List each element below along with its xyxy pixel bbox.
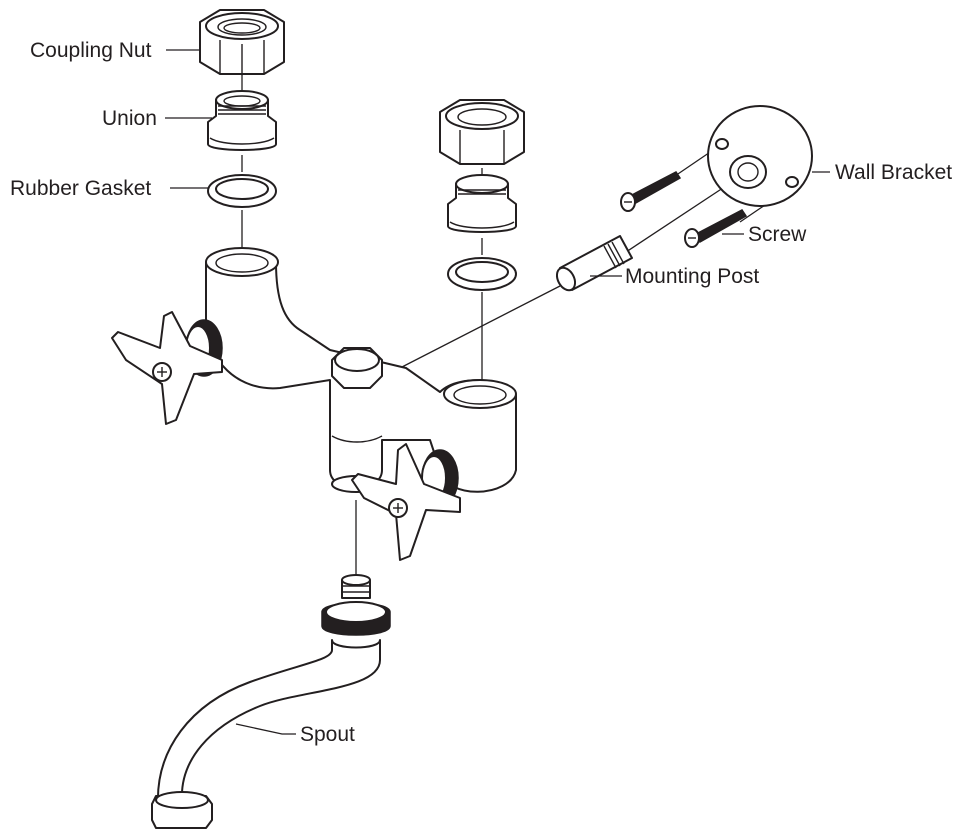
union-right [447,174,517,233]
label-screw: Screw [748,223,807,246]
label-wall-bracket: Wall Bracket [835,161,952,184]
screw-upper [620,171,682,212]
cross-handle-left [111,311,223,425]
labels: Coupling Nut Union Rubber Gasket Wall Br… [10,39,952,746]
cross-handle-right [351,443,461,561]
coupling-nut-right [439,99,525,165]
spout [151,574,391,829]
mounting-post [555,235,633,292]
label-union: Union [102,107,157,130]
wall-bracket [707,105,813,207]
label-coupling-nut: Coupling Nut [30,39,152,62]
screw-lower [684,209,748,248]
label-mounting-post: Mounting Post [625,265,759,288]
rubber-gasket-left [207,174,277,208]
label-leaders [165,49,830,735]
label-spout: Spout [300,723,355,746]
label-rubber-gasket: Rubber Gasket [10,177,151,200]
union-left [207,90,277,151]
rubber-gasket-right [447,257,517,291]
faucet-body [185,247,517,507]
coupling-nut-left [199,9,285,76]
